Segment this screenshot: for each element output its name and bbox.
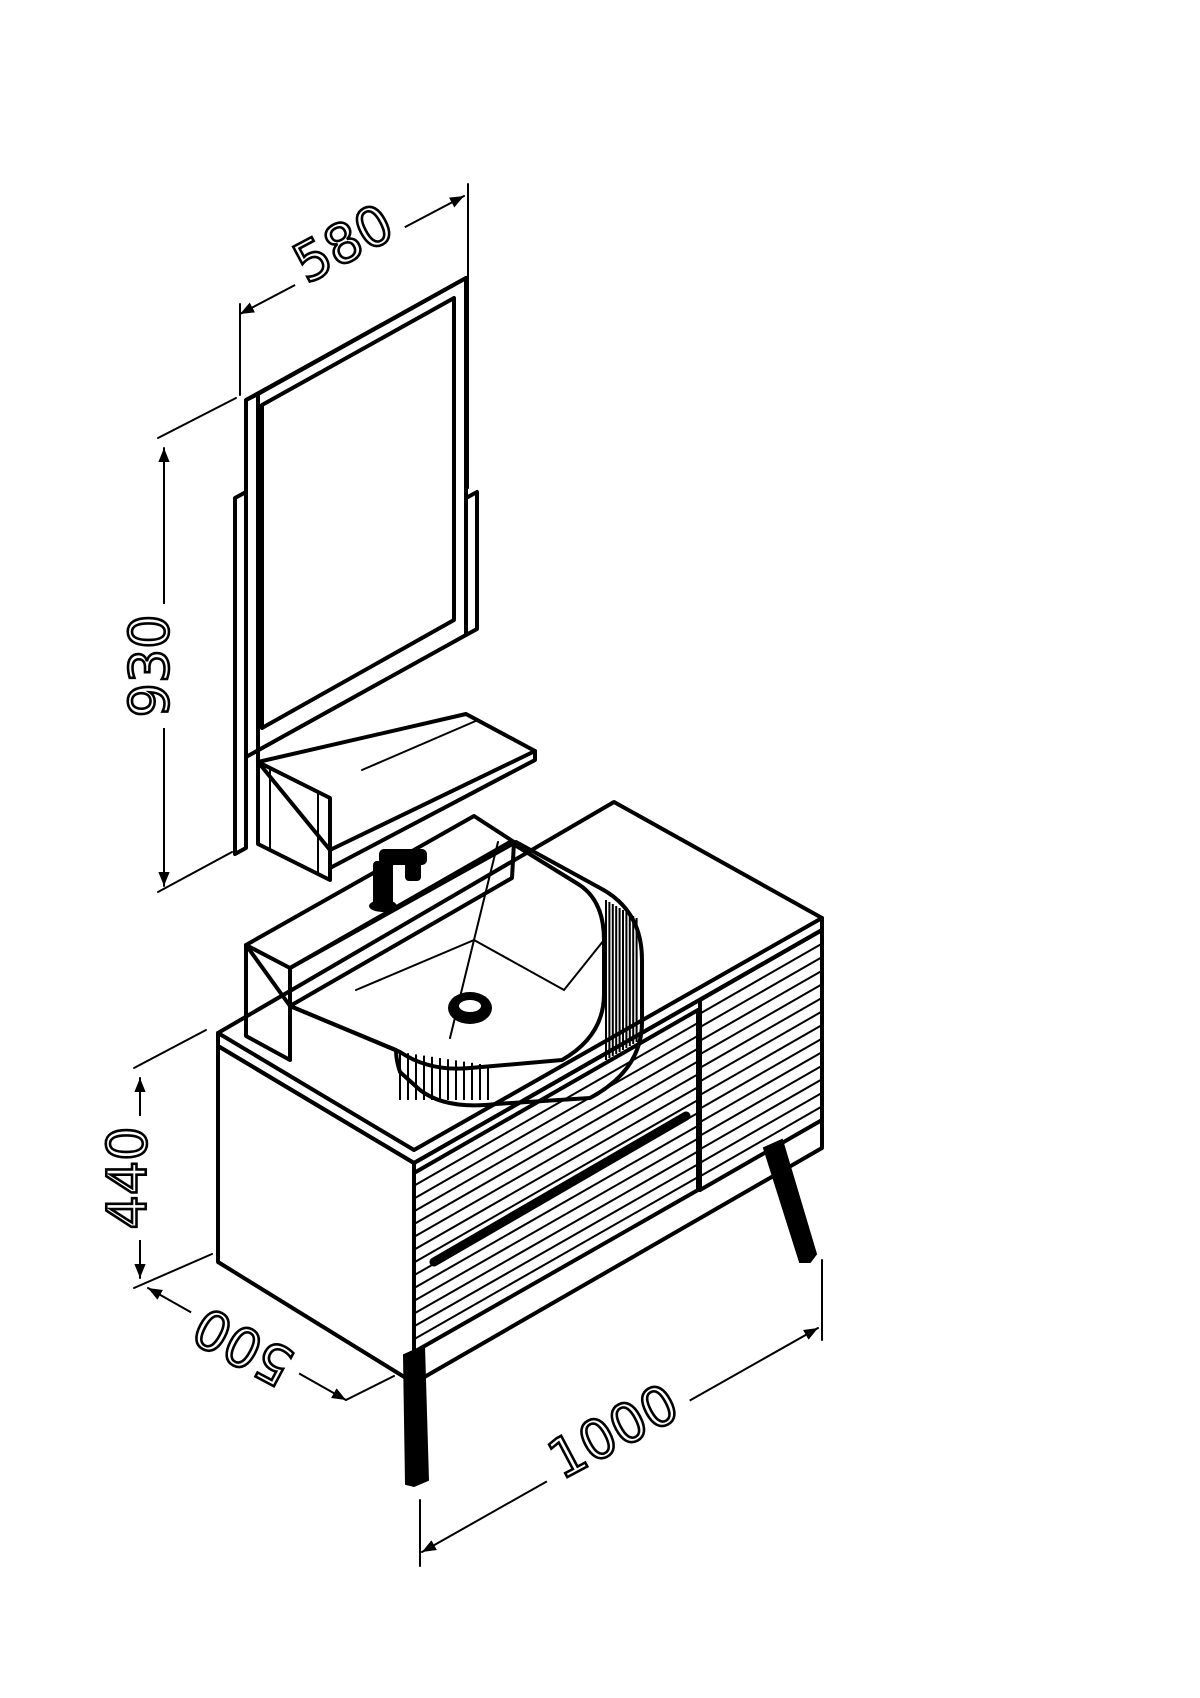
faucet: [369, 849, 427, 912]
door-slat-line: [699, 1091, 823, 1164]
drawer-slat-line: [413, 1176, 699, 1341]
door-slat-line: [699, 983, 823, 1056]
dimension-labels: 580 930 440 500 1000: [95, 190, 700, 1496]
front-right-leg: [762, 1138, 818, 1263]
vessel-basin: [244, 814, 644, 1108]
dim-1000-label: 1000: [538, 1372, 689, 1492]
door-slat-line: [699, 1037, 823, 1110]
drawer-slat-line: [413, 1086, 699, 1251]
vanity-cabinet: [216, 800, 824, 1488]
cabinet-door-slats: [698, 928, 824, 1192]
drawer-slat-line: [413, 1034, 699, 1200]
mirror-unit: [233, 276, 537, 882]
door-slat-line: [699, 1078, 823, 1151]
drawer-slat-line: [413, 1021, 699, 1187]
door-slat-line: [699, 942, 823, 1015]
drawer-slat-line: [413, 1137, 699, 1302]
mirror-left-rail: [233, 490, 248, 856]
drawer-slat-line: [413, 1124, 699, 1289]
door-slat-line: [699, 996, 823, 1069]
dim-440-label: 440: [96, 1126, 159, 1229]
door-slat-line: [699, 1024, 823, 1096]
basin-bowl: [288, 840, 606, 1071]
drawer-slat-line: [413, 1073, 699, 1238]
door-slat-line: [699, 1105, 823, 1178]
drawer-slat-line: [413, 1047, 699, 1213]
door-slat-line: [699, 956, 823, 1029]
mirror-drawer-box: [256, 760, 332, 882]
mirror-outer-frame: [244, 276, 468, 759]
drawer-slat-line: [413, 1060, 699, 1226]
front-left-leg: [402, 1344, 430, 1488]
basin-rim: [288, 840, 644, 1108]
drawer-handle: [429, 1111, 691, 1267]
door-slat-line: [699, 1010, 823, 1083]
door-slat-line: [699, 1051, 823, 1124]
mirror-glass: [260, 296, 456, 730]
drawer-slat-line: [413, 1163, 699, 1328]
drawer-slat-line: [413, 1150, 699, 1315]
door-slat-line: [699, 969, 823, 1042]
basin-outer: [244, 814, 516, 1008]
dim-930-label: 930: [118, 614, 181, 717]
door-slat-line: [699, 1064, 823, 1137]
drawer-slat-line: [413, 1099, 699, 1264]
